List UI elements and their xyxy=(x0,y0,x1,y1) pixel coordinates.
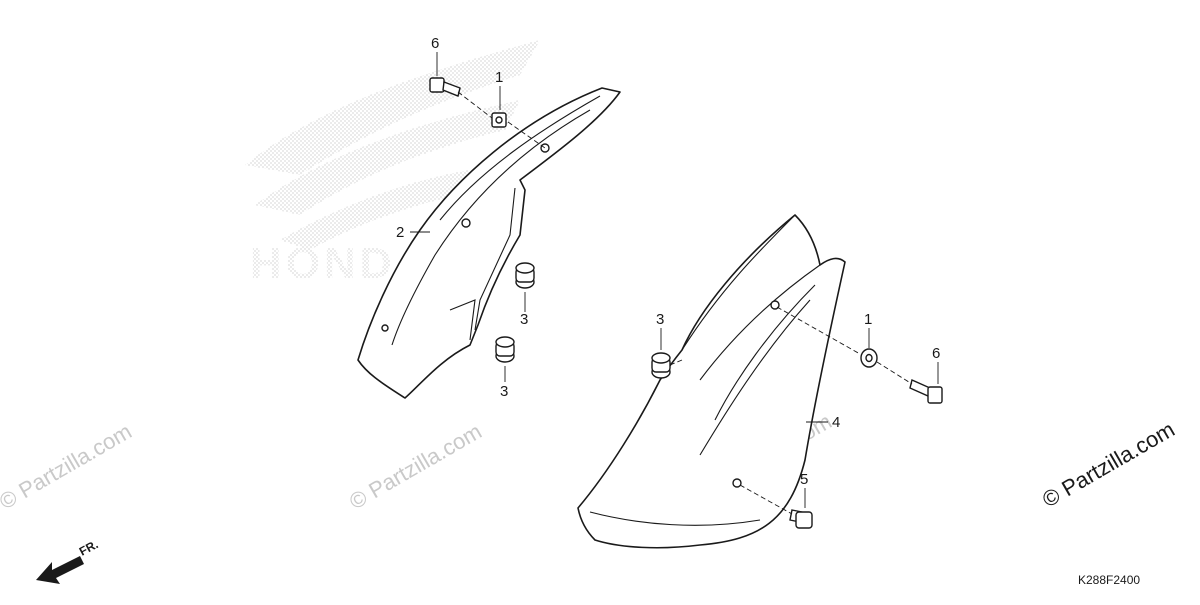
callout-4: 4 xyxy=(832,414,840,431)
front-arrow-icon xyxy=(36,556,84,584)
callout-3-right: 3 xyxy=(656,311,664,328)
front-arrow-label: FR. xyxy=(77,537,101,558)
callout-1-right: 1 xyxy=(864,311,872,328)
callout-6-right: 6 xyxy=(932,345,940,362)
side-cover-part-4 xyxy=(577,214,846,549)
screw-right-part-5 xyxy=(789,509,813,529)
watermark-corner: © Partzilla.com xyxy=(1038,417,1179,513)
watermark-center: © Partzilla.com xyxy=(345,419,486,515)
inner-side-panel-part-2 xyxy=(357,87,621,399)
watermark-left: © Partzilla.com xyxy=(0,419,136,515)
diagram-code: K288F2400 xyxy=(1078,573,1140,587)
nut-top-left-part-1 xyxy=(491,112,507,128)
callout-3-left-lower: 3 xyxy=(500,383,508,400)
grommet-left-upper-part-3 xyxy=(515,262,535,289)
bolt-right-part-6 xyxy=(909,379,943,404)
front-direction-arrow: FR. xyxy=(36,537,100,584)
background-wing-logo: HONDA xyxy=(245,40,540,288)
callout-3-left-upper: 3 xyxy=(520,311,528,328)
washer-right-part-1 xyxy=(860,348,878,368)
callout-5: 5 xyxy=(800,471,808,488)
grommet-right-part-3 xyxy=(651,352,671,379)
callout-1-top-left: 1 xyxy=(495,69,503,86)
callout-numbers: 6 1 2 3 3 3 1 6 4 5 xyxy=(396,35,940,488)
callout-2: 2 xyxy=(396,224,404,241)
bolt-top-left-part-6 xyxy=(429,77,461,97)
leader-lines xyxy=(410,52,939,515)
grommet-left-lower-part-3 xyxy=(495,336,515,363)
callout-6-top-left: 6 xyxy=(431,35,439,52)
